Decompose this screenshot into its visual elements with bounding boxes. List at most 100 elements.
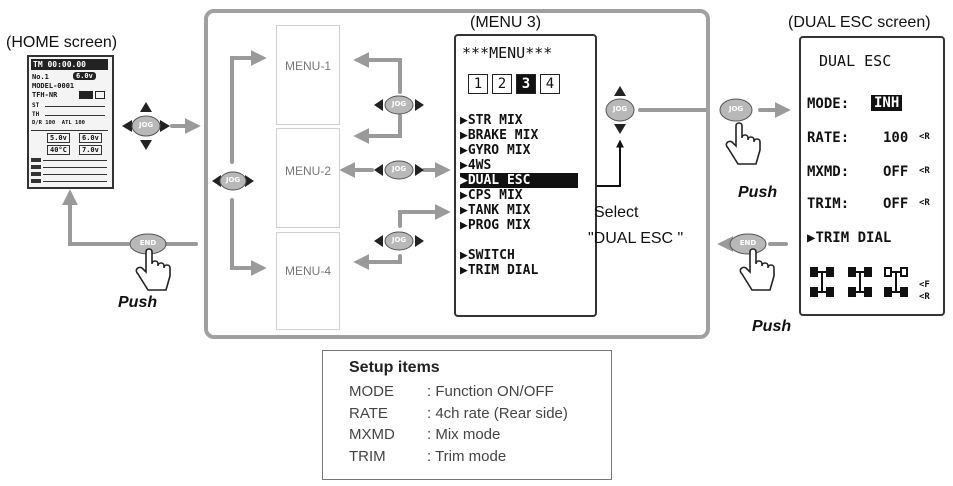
menu3-header: ***MENU***: [462, 44, 553, 62]
end-label: END: [739, 239, 757, 247]
menu-item[interactable]: ▶BRAKE MIX: [460, 128, 539, 143]
jog-label: JOG: [225, 176, 241, 184]
home-row-st: ST: [32, 102, 40, 109]
arrow-menu1-back: [353, 52, 402, 94]
menu-item[interactable]: ▶PROG MIX: [460, 218, 531, 233]
dual-esc-lcd: DUAL ESC MODE: INH RATE: 100 <R MXMD: OF…: [799, 36, 945, 316]
jog-label: JOG: [391, 165, 407, 173]
menu-2-box[interactable]: MENU-2: [276, 128, 340, 228]
tab-3[interactable]: 3: [516, 74, 536, 94]
menu-4-label: MENU-4: [284, 264, 331, 278]
setup-row: MXMD: Mix mode: [349, 426, 501, 443]
chassis-icons: [810, 267, 908, 297]
menu-panel-title: (MENU 3): [470, 14, 542, 31]
menu-item[interactable]: ▶TRIM DIAL: [460, 263, 539, 278]
dual-esc-end-button[interactable]: END: [726, 231, 770, 257]
menu-item[interactable]: ▶4WS: [460, 158, 492, 173]
menu-1-box[interactable]: MENU-1: [276, 25, 340, 125]
push-label-end: Push: [752, 318, 792, 335]
arrow-end-to-home: [62, 189, 130, 246]
dual-esc-jog-button[interactable]: JOG: [712, 96, 760, 124]
home-volt2: 6.0v: [79, 133, 102, 143]
menu1-jog-button[interactable]: JOG: [372, 92, 426, 118]
arrow-to-menu4-back: [353, 254, 402, 270]
menu3-jog-button[interactable]: JOG: [600, 84, 640, 136]
menu-left-jog-button[interactable]: JOG: [210, 158, 256, 204]
setup-list: MODE: Function ON/OFF RATE: 4ch rate (Re…: [349, 381, 568, 467]
home-temp: 40°C: [47, 145, 70, 155]
home-model-name: MODEL-0001: [32, 82, 75, 90]
end-icon: [729, 233, 767, 255]
mxmd-label: MXMD:: [807, 164, 850, 180]
menu-item[interactable]: ▶TANK MIX: [460, 203, 531, 218]
dual-esc-title: DUAL ESC: [819, 52, 892, 70]
setup-title: Setup items: [349, 359, 440, 376]
jog-label: JOG: [391, 236, 407, 244]
trim-label: TRIM:: [807, 196, 850, 212]
menu4-jog-button[interactable]: JOG: [372, 228, 426, 254]
rate-value[interactable]: 100: [883, 130, 909, 146]
jog-icon: [605, 86, 635, 134]
hand-pointer-icon: [725, 122, 761, 165]
jog-label: JOG: [138, 121, 154, 129]
home-timer: TM 00:00.00: [31, 59, 108, 70]
menu-4-box[interactable]: MENU-4: [276, 232, 340, 330]
push-label-home: Push: [118, 294, 158, 311]
jog-label: JOG: [391, 100, 407, 108]
trim-value[interactable]: OFF: [883, 196, 909, 212]
chassis-icon-1: [810, 267, 834, 297]
menu-item[interactable]: ▶GYRO MIX: [460, 143, 531, 158]
home-model-no: No.1: [32, 73, 49, 81]
menu-item-spacer: [460, 233, 593, 248]
jog-icon: [374, 160, 424, 180]
menu2-jog-button[interactable]: JOG: [372, 157, 426, 183]
home-row-dr: D/R 100 ATL 100: [32, 120, 85, 126]
menu-item-selected[interactable]: ▶DUAL ESC: [460, 173, 578, 188]
jog-icon: [212, 171, 254, 191]
menu-1-label: MENU-1: [284, 59, 331, 73]
arrow-to-menu4: [230, 198, 267, 276]
setup-row: TRIM: Trim mode: [349, 447, 507, 465]
tab-2[interactable]: 2: [492, 74, 512, 94]
mxmd-value[interactable]: OFF: [883, 164, 909, 180]
home-jog-button[interactable]: JOG: [118, 100, 174, 152]
dual-esc-caption: (DUAL ESC screen): [788, 14, 931, 31]
jog-label: JOG: [728, 105, 744, 113]
jog-icon: [122, 102, 170, 150]
hand-pointer-icon: [135, 248, 171, 291]
menu-item[interactable]: ▶SWITCH: [460, 248, 515, 263]
hand-pointer-icon: [739, 248, 775, 291]
home-row-th: TH: [32, 111, 40, 118]
trim-dial-item[interactable]: ▶TRIM DIAL: [807, 230, 892, 246]
tab-1[interactable]: 1: [468, 74, 488, 94]
setup-row: MODE: Function ON/OFF: [349, 383, 554, 400]
rate-r-mark: <R: [919, 132, 930, 142]
menu-panel: [204, 9, 710, 339]
setup-items-box: Setup items MODE: Function ON/OFF RATE: …: [322, 350, 612, 480]
rate-label: RATE:: [807, 130, 850, 146]
home-caption: (HOME screen): [6, 34, 118, 51]
front-mark: <F: [919, 280, 930, 290]
select-hint-line2: "DUAL ESC ": [588, 230, 684, 247]
home-volt3: 7.0v: [79, 145, 102, 155]
home-channel-bars: [31, 158, 108, 183]
home-volt1: 5.0v: [47, 133, 70, 143]
push-label-jog: Push: [738, 184, 778, 201]
rear-mark: <R: [919, 292, 930, 302]
setup-row: RATE: 4ch rate (Rear side): [349, 404, 568, 422]
jog-icon: [374, 231, 424, 251]
end-label: END: [139, 239, 157, 247]
chassis-icon-2: [848, 267, 872, 297]
home-type-badge: [79, 91, 93, 99]
menu-item[interactable]: ▶STR MIX: [460, 113, 523, 128]
select-hint-line1: Select: [594, 204, 639, 221]
menu3-item-list: ▶STR MIX ▶BRAKE MIX ▶GYRO MIX ▶4WS ▶DUAL…: [460, 113, 593, 278]
home-voltage-badge: 6.0v: [73, 72, 96, 80]
home-model-type: TFH-NR: [32, 91, 58, 99]
menu-item[interactable]: ▶CPS MIX: [460, 188, 523, 203]
trim-r-mark: <R: [919, 198, 930, 208]
tab-4[interactable]: 4: [540, 74, 560, 94]
mode-value[interactable]: INH: [871, 95, 903, 111]
menu-2-label: MENU-2: [284, 164, 331, 178]
menu3-lcd: ***MENU*** 1 2 3 4 ▶STR MIX ▶BRAKE MIX ▶…: [454, 34, 597, 317]
